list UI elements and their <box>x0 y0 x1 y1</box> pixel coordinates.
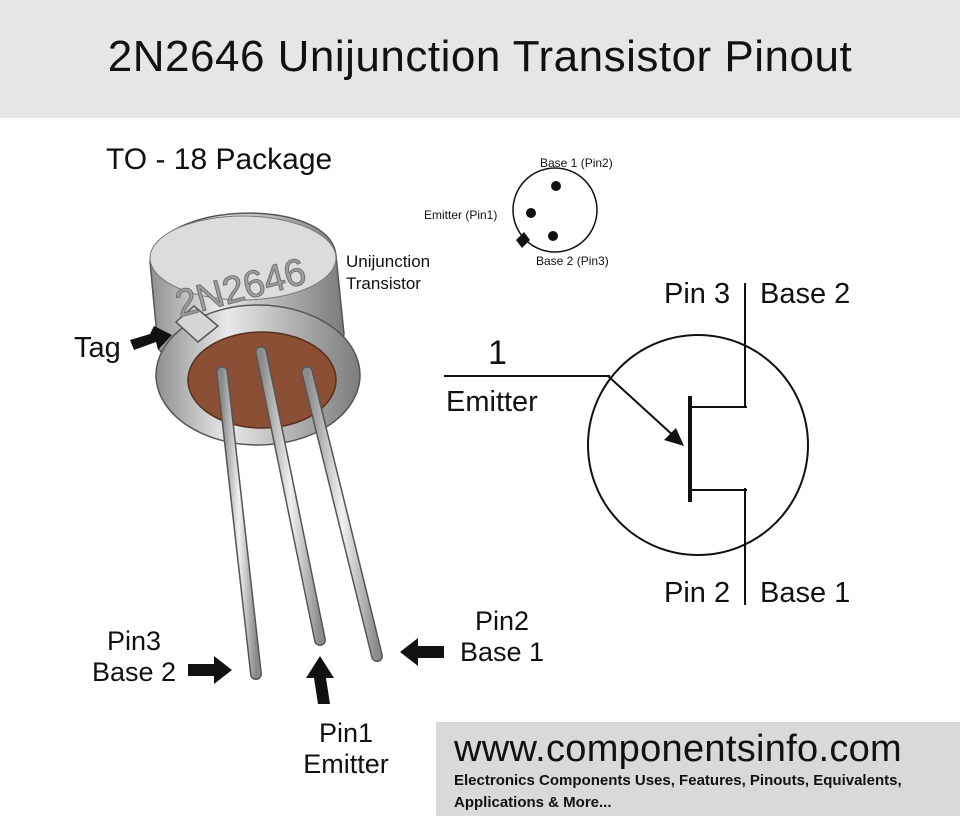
pin1-name: Emitter <box>303 749 389 779</box>
pin1-number: Pin1 <box>318 718 374 748</box>
package-label: TO - 18 Package <box>106 143 333 176</box>
pin1-label: Pin1 Emitter <box>294 718 398 780</box>
dot-base1 <box>551 181 561 191</box>
symbol-emitter-number: 1 <box>488 334 507 372</box>
lead-pin1 <box>256 347 325 645</box>
bottom-view-emitter-label: Emitter (Pin1) <box>424 208 498 222</box>
bottom-view-tag <box>516 232 530 248</box>
pin3-name: Base 2 <box>91 657 177 687</box>
pin2-arrow-icon <box>400 638 444 666</box>
emitter-arrowhead <box>664 428 684 446</box>
symbol-bottom-pin: Pin 2 <box>664 577 731 609</box>
emitter-diagonal <box>607 375 677 439</box>
tag-arrow-icon <box>130 326 172 350</box>
device-type-line1: Unijunction <box>346 252 431 271</box>
symbol-top-pin: Pin 3 <box>664 278 731 310</box>
pin3-arrow-icon <box>188 656 232 684</box>
pin1-arrow-icon <box>306 656 334 704</box>
website-link[interactable]: www.componentsinfo.com <box>454 728 903 770</box>
dot-base2 <box>548 231 558 241</box>
symbol-top-name: Base 2 <box>760 278 851 310</box>
footer-banner: www.componentsinfo.com Electronics Compo… <box>436 722 960 816</box>
bottom-view-base1-label: Base 1 (Pin2) <box>540 156 613 170</box>
transistor-body <box>149 212 361 446</box>
device-type-line2: Transistor <box>346 274 421 293</box>
bottom-view-base2-label: Base 2 (Pin3) <box>536 254 609 268</box>
pin3-number: Pin3 <box>106 626 162 656</box>
pin2-number: Pin2 <box>474 606 530 636</box>
bottom-view-outline <box>512 167 598 253</box>
header-banner: 2N2646 Unijunction Transistor Pinout <box>0 0 960 118</box>
lead-pin3 <box>217 367 261 679</box>
tag-tab <box>174 305 220 343</box>
ujt-symbol <box>444 283 809 605</box>
pin2-label: Pin2 Base 1 <box>454 606 550 668</box>
pin2-name: Base 1 <box>459 637 545 667</box>
footer-tagline: Electronics Components Uses, Features, P… <box>454 772 902 811</box>
can-top <box>149 215 337 301</box>
tag-label: Tag <box>74 332 121 364</box>
symbol-bottom-name: Base 1 <box>760 577 851 609</box>
symbol-circle <box>587 334 809 556</box>
symbol-emitter-label: Emitter <box>446 386 538 418</box>
bottom-view-diagram <box>512 167 598 253</box>
dot-emitter <box>526 208 536 218</box>
pin3-label: Pin3 Base 2 <box>84 626 184 688</box>
lead-pin2 <box>302 367 382 661</box>
page-title: 2N2646 Unijunction Transistor Pinout <box>107 32 853 81</box>
device-type-label: Unijunction Transistor <box>346 251 430 295</box>
